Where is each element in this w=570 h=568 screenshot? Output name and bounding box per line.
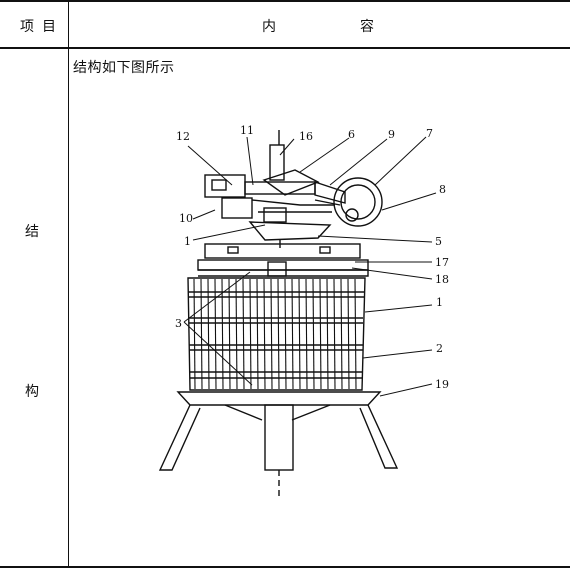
basket-stave [298,278,301,390]
header-item-char1: 项 [20,19,34,35]
basket-stave [305,278,308,390]
callout-17: 17 [435,256,449,269]
column-divider [68,0,69,568]
basket-stave [214,278,217,390]
callout-11: 11 [240,124,254,137]
header-divider [0,47,570,49]
header-content-char1: 内 [262,19,276,35]
callout-2: 2 [436,342,443,355]
basket-stave [347,278,350,390]
basket-stave [256,278,259,390]
basket-stave [270,278,273,390]
table-bottom-border [0,566,570,568]
callout-1-top: 1 [184,235,191,248]
pressing-plate [197,243,369,277]
leader-lines [183,136,437,397]
basket-stave [354,278,357,390]
callout-3: 3 [175,317,182,330]
callout-1-basket: 1 [436,296,443,309]
basket-stave [319,278,322,390]
header-item-char2: 目 [42,19,56,35]
basket-stave [291,278,294,390]
basket-stave [263,278,266,390]
callout-18: 18 [435,273,449,286]
callout-12: 12 [176,130,190,143]
screw-mechanism [204,144,383,248]
basket-stave [277,278,280,390]
basket-stave [193,278,196,390]
callout-5: 5 [435,235,442,248]
basket-stave [207,278,210,390]
callout-7: 7 [426,127,433,140]
basket-stave [200,278,203,390]
callout-8: 8 [439,183,446,196]
basket-stave [326,278,329,390]
basket-stave [284,278,287,390]
basket-stave [312,278,315,390]
callout-9: 9 [388,128,395,141]
basket-stave [333,278,336,390]
table-top-border [0,0,570,2]
base-frame [158,130,399,500]
side-label-char2: 构 [25,384,39,400]
intro-text: 结构如下图所示 [73,60,175,76]
callout-16: 16 [299,130,313,143]
stave-basket [187,277,366,391]
callout-10: 10 [179,212,193,225]
basket-stave [221,278,224,390]
callout-19: 19 [435,378,449,391]
side-label-char1: 结 [25,224,39,240]
callout-6: 6 [348,128,355,141]
basket-stave [249,278,252,390]
basket-stave [242,278,245,390]
header-content-char2: 容 [360,19,374,35]
callout-labels: 12 11 16 6 9 7 8 10 1 5 17 18 3 1 2 19 [175,124,449,391]
basket-stave [340,278,343,390]
basket-stave [228,278,231,390]
